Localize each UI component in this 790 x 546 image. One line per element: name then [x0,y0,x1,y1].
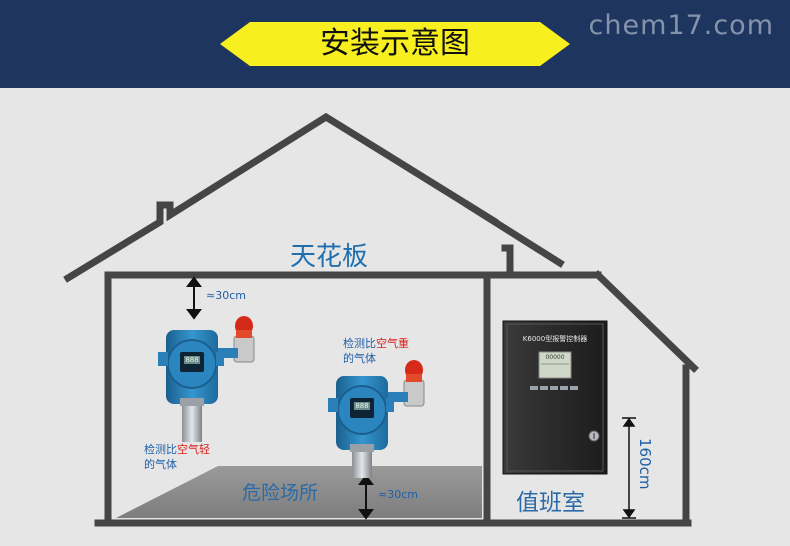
heavy-gas-note: 检测比空气重 的气体 [343,336,409,366]
controller-height-arrow [622,417,636,519]
hazard-floor [116,466,482,518]
gas-detector-upper [158,316,255,442]
detector-upper-display: 888 [185,356,199,364]
alarm-controller [502,320,608,475]
ceiling-gap-label: ≈30cm [206,289,246,302]
ceiling-label: 天花板 [290,242,369,272]
hazard-area-label: 危险场所 [242,482,319,504]
floor-gap-arrow [358,474,374,520]
light-gas-highlight: 空气轻 [177,443,210,456]
controller-model: K6000型报警控制器 [522,335,588,343]
heavy-gas-prefix: 检测比 [343,337,376,350]
title-banner [220,22,570,66]
page-title: 安装示意图 [320,26,470,61]
watermark: chem17.com [588,10,774,41]
detector-lower-display: 888 [355,402,369,410]
controller-display: 00000 [545,354,565,361]
ceiling-gap-arrow [186,276,202,320]
gas-detector-lower [328,360,425,478]
light-gas-suffix: 的气体 [144,458,177,471]
header-bar: chem17.com [0,0,790,88]
heavy-gas-highlight: 空气重 [376,337,409,350]
heavy-gas-suffix: 的气体 [343,352,376,365]
light-gas-prefix: 检测比 [144,443,177,456]
floor-gap-label: ≈30cm [378,488,418,501]
controller-height-label: 160cm [636,438,654,490]
duty-room-label: 值班室 [516,490,585,516]
house-outline [63,112,699,527]
light-gas-note: 检测比空气轻 的气体 [144,442,210,472]
